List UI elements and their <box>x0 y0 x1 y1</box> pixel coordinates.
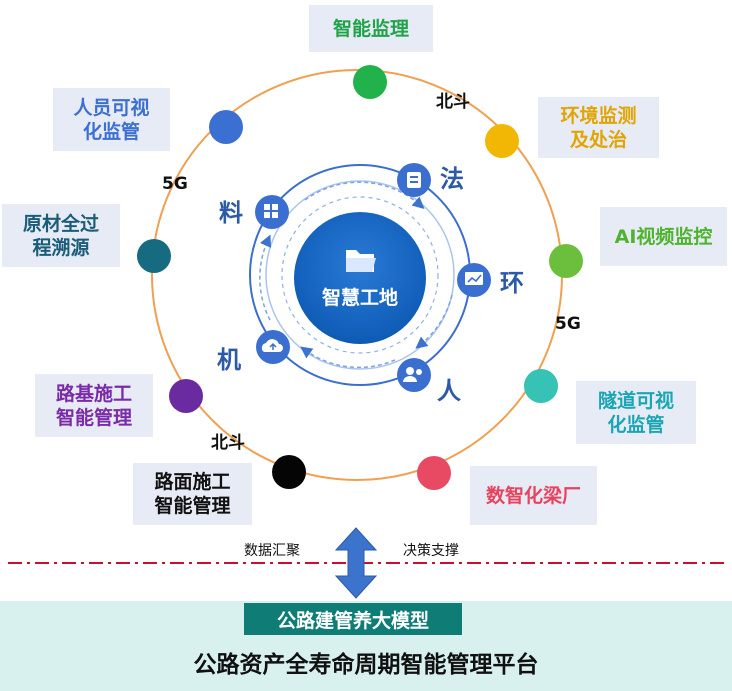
dot-personnel <box>209 110 243 144</box>
inner-label-fa: 法 <box>440 165 464 193</box>
circulation-arrow-bottom <box>300 346 396 369</box>
label-personnel-text: 人员可视 化监管 <box>73 96 150 143</box>
dot-ai-video <box>549 244 583 278</box>
people-node <box>397 358 431 392</box>
machine-node <box>256 330 290 364</box>
inner-label-liao: 料 <box>219 199 243 227</box>
bidirectional-arrow <box>334 527 378 599</box>
folder-icon <box>346 250 376 272</box>
data-aggregation-label: 数据汇聚 <box>244 543 300 559</box>
label-env-monitoring-text: 环境监测 及处治 <box>560 104 637 151</box>
circulation-arrow-left <box>259 234 271 321</box>
dot-pavement <box>272 455 306 489</box>
inner-label-huan: 环 <box>500 269 524 297</box>
dot-material-trace <box>137 239 171 273</box>
label-ai-video: AI视频监控 <box>600 207 727 266</box>
beidou-label-bottom: 北斗 <box>211 433 245 453</box>
fiveg-label-right: 5G <box>555 314 581 334</box>
label-material-trace-text: 原材全过 程溯源 <box>22 212 99 259</box>
platform-title: 公路资产全寿命周期智能管理平台 <box>193 652 539 678</box>
dot-tunnel-visual <box>524 369 558 403</box>
circulation-arrow-right <box>415 294 453 349</box>
material-node <box>255 195 289 229</box>
label-smart-supervision: 智能监理 <box>309 5 433 52</box>
hub-label: 智慧工地 <box>321 287 398 309</box>
beidou-label-top: 北斗 <box>436 92 470 112</box>
fiveg-label-left: 5G <box>162 174 188 194</box>
label-pavement-text: 路面施工 智能管理 <box>154 471 231 517</box>
inner-label-ren: 人 <box>437 377 461 405</box>
dot-subgrade <box>169 379 203 413</box>
model-badge: 公路建管养大模型 <box>244 603 462 635</box>
inner-light-ring <box>265 180 455 370</box>
decision-support-label: 决策支撑 <box>403 543 459 559</box>
inner-label-ji: 机 <box>217 346 241 374</box>
label-subgrade: 路基施工 智能管理 <box>35 374 153 437</box>
label-subgrade-text: 路基施工 智能管理 <box>55 382 132 429</box>
label-digital-beam-text: 数智化梁厂 <box>485 484 581 507</box>
circulation-arrow-top <box>304 181 425 209</box>
label-tunnel-visual: 隧道可视 化监管 <box>576 381 696 444</box>
label-personnel: 人员可视 化监管 <box>53 88 170 151</box>
law-node <box>397 163 431 197</box>
dot-smart-supervision <box>353 65 387 99</box>
dot-env-monitoring <box>485 124 519 158</box>
hub-circle <box>294 212 426 344</box>
label-pavement: 路面施工 智能管理 <box>133 463 252 525</box>
label-smart-supervision-text: 智能监理 <box>332 17 409 40</box>
label-tunnel-visual-text: 隧道可视 化监管 <box>597 389 674 436</box>
dot-digital-beam <box>417 456 451 490</box>
dashed-rotation-ring <box>281 196 439 354</box>
label-digital-beam: 数智化梁厂 <box>470 466 597 525</box>
label-ai-video-text: AI视频监控 <box>614 225 713 248</box>
environment-node <box>457 263 491 297</box>
label-env-monitoring: 环境监测 及处治 <box>538 97 659 158</box>
label-material-trace: 原材全过 程溯源 <box>2 204 120 267</box>
